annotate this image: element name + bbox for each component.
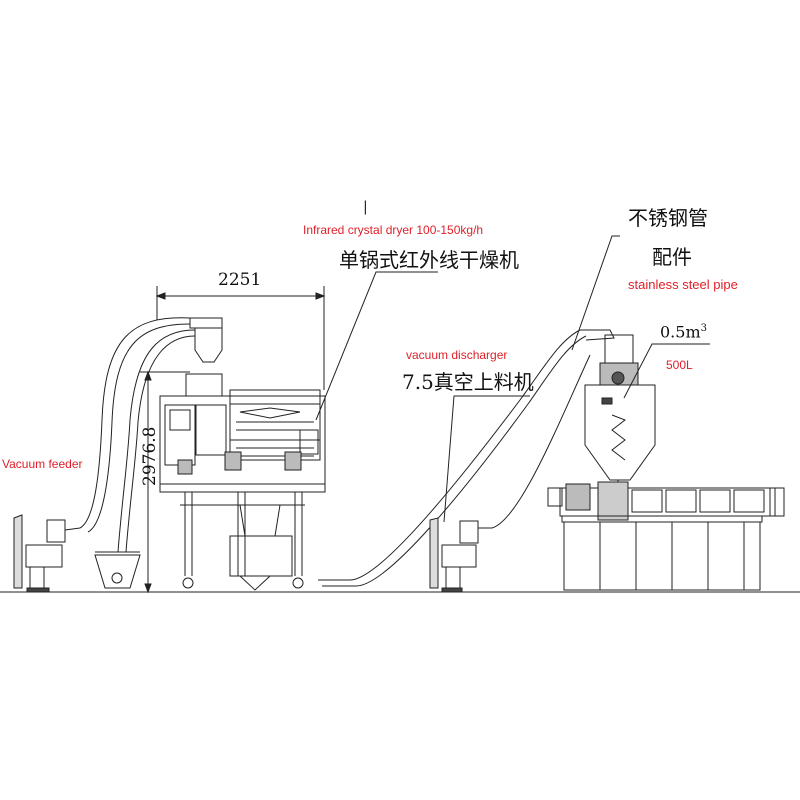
volume-leader — [623, 343, 710, 399]
dryer-leader — [315, 271, 438, 421]
feeder-hose-middle — [478, 354, 591, 529]
discharger-hose — [318, 329, 615, 587]
vacuum-feeder-middle — [429, 517, 479, 593]
feed-bin — [94, 551, 141, 589]
discharger-english-label: vacuum discharger — [406, 348, 508, 362]
vacuum-feeder-label: Vacuum feeder — [2, 457, 83, 471]
dryer-machine — [159, 317, 326, 591]
pipe-chinese-label-line2: 配件 — [652, 245, 692, 269]
dryer-english-label: Infrared crystal dryer 100-150kg/h — [303, 223, 484, 237]
dryer-chinese-label: 单锅式红外线干燥机 — [339, 248, 519, 272]
extruder-machine — [547, 334, 785, 591]
pipe-chinese-label-line1: 不锈钢管 — [628, 206, 708, 230]
hopper-volume-value: 0.5m — [660, 322, 701, 342]
dimension-lines — [140, 286, 326, 594]
dryer-height-dimension: 2976.8 — [140, 426, 160, 486]
conveying-hose — [79, 317, 196, 553]
hopper-volume-exponent: 3 — [700, 323, 707, 334]
pipe-english-label: stainless steel pipe — [628, 277, 738, 292]
discharger-chinese-label: 7.5真空上料机 — [402, 370, 534, 394]
vacuum-feeder-left — [13, 514, 81, 593]
dryer-width-dimension: 2251 — [218, 270, 262, 290]
hopper-capacity-label: 500L — [666, 358, 693, 372]
hopper-volume-label: 0.5m3 — [660, 324, 707, 340]
discharger-leader — [443, 395, 530, 523]
marker-tick: | — [363, 199, 368, 215]
pipe-leader — [571, 235, 620, 351]
